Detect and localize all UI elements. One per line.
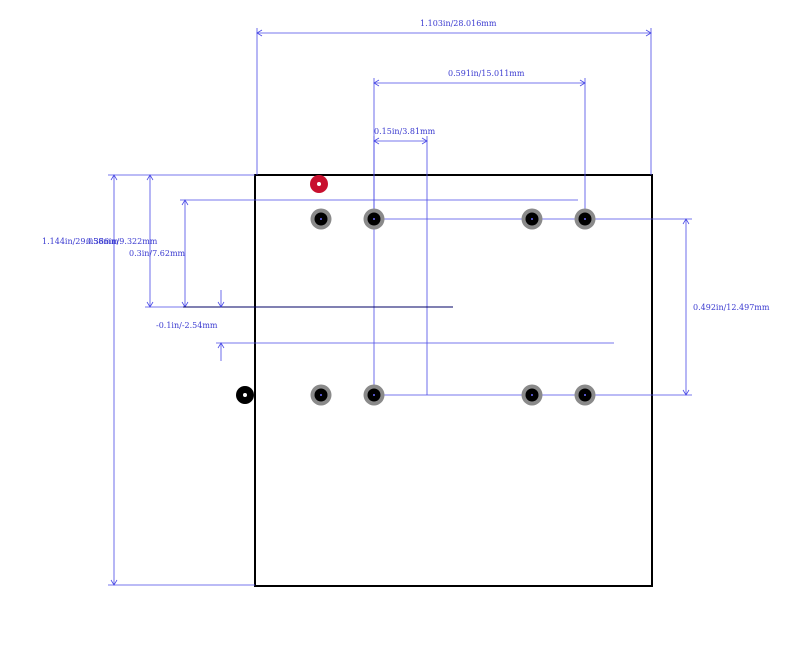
dimension-total-height: 1.144in/29.058mm — [42, 174, 255, 586]
dimension-pitch-label: 0.15in/3.81mm — [374, 127, 436, 136]
dimension-pad-span: 0.591in/15.011mm — [373, 69, 586, 219]
dimension-small-offset-label: -0.1in/-2.54mm — [156, 321, 218, 330]
dimension-pad-span-label: 0.591in/15.011mm — [448, 69, 525, 78]
dimension-row-spacing: 0.492in/12.497mm — [374, 218, 770, 396]
dimension-total-width: 1.103in/28.016mm — [256, 19, 652, 175]
dimension-pitch: 0.15in/3.81mm — [373, 127, 436, 395]
pin1-marker — [310, 175, 328, 193]
dimension-total-height-label: 1.144in/29.058mm — [42, 237, 119, 246]
dimension-small-offset: -0.1in/-2.54mm — [156, 290, 614, 361]
dimension-offset-height: 0.366in/9.322mm — [86, 174, 255, 308]
dimension-row-offset-label: 0.3in/7.62mm — [129, 249, 186, 258]
dimension-row-offset: 0.3in/7.62mm — [129, 199, 578, 308]
component-outline — [254, 174, 653, 587]
dimension-row-spacing-label: 0.492in/12.497mm — [693, 303, 770, 312]
dimension-offset-height-label: 0.366in/9.322mm — [86, 237, 158, 246]
dimension-total-width-label: 1.103in/28.016mm — [420, 19, 497, 28]
origin-marker — [236, 386, 254, 404]
pin-center-dots — [320, 218, 586, 396]
